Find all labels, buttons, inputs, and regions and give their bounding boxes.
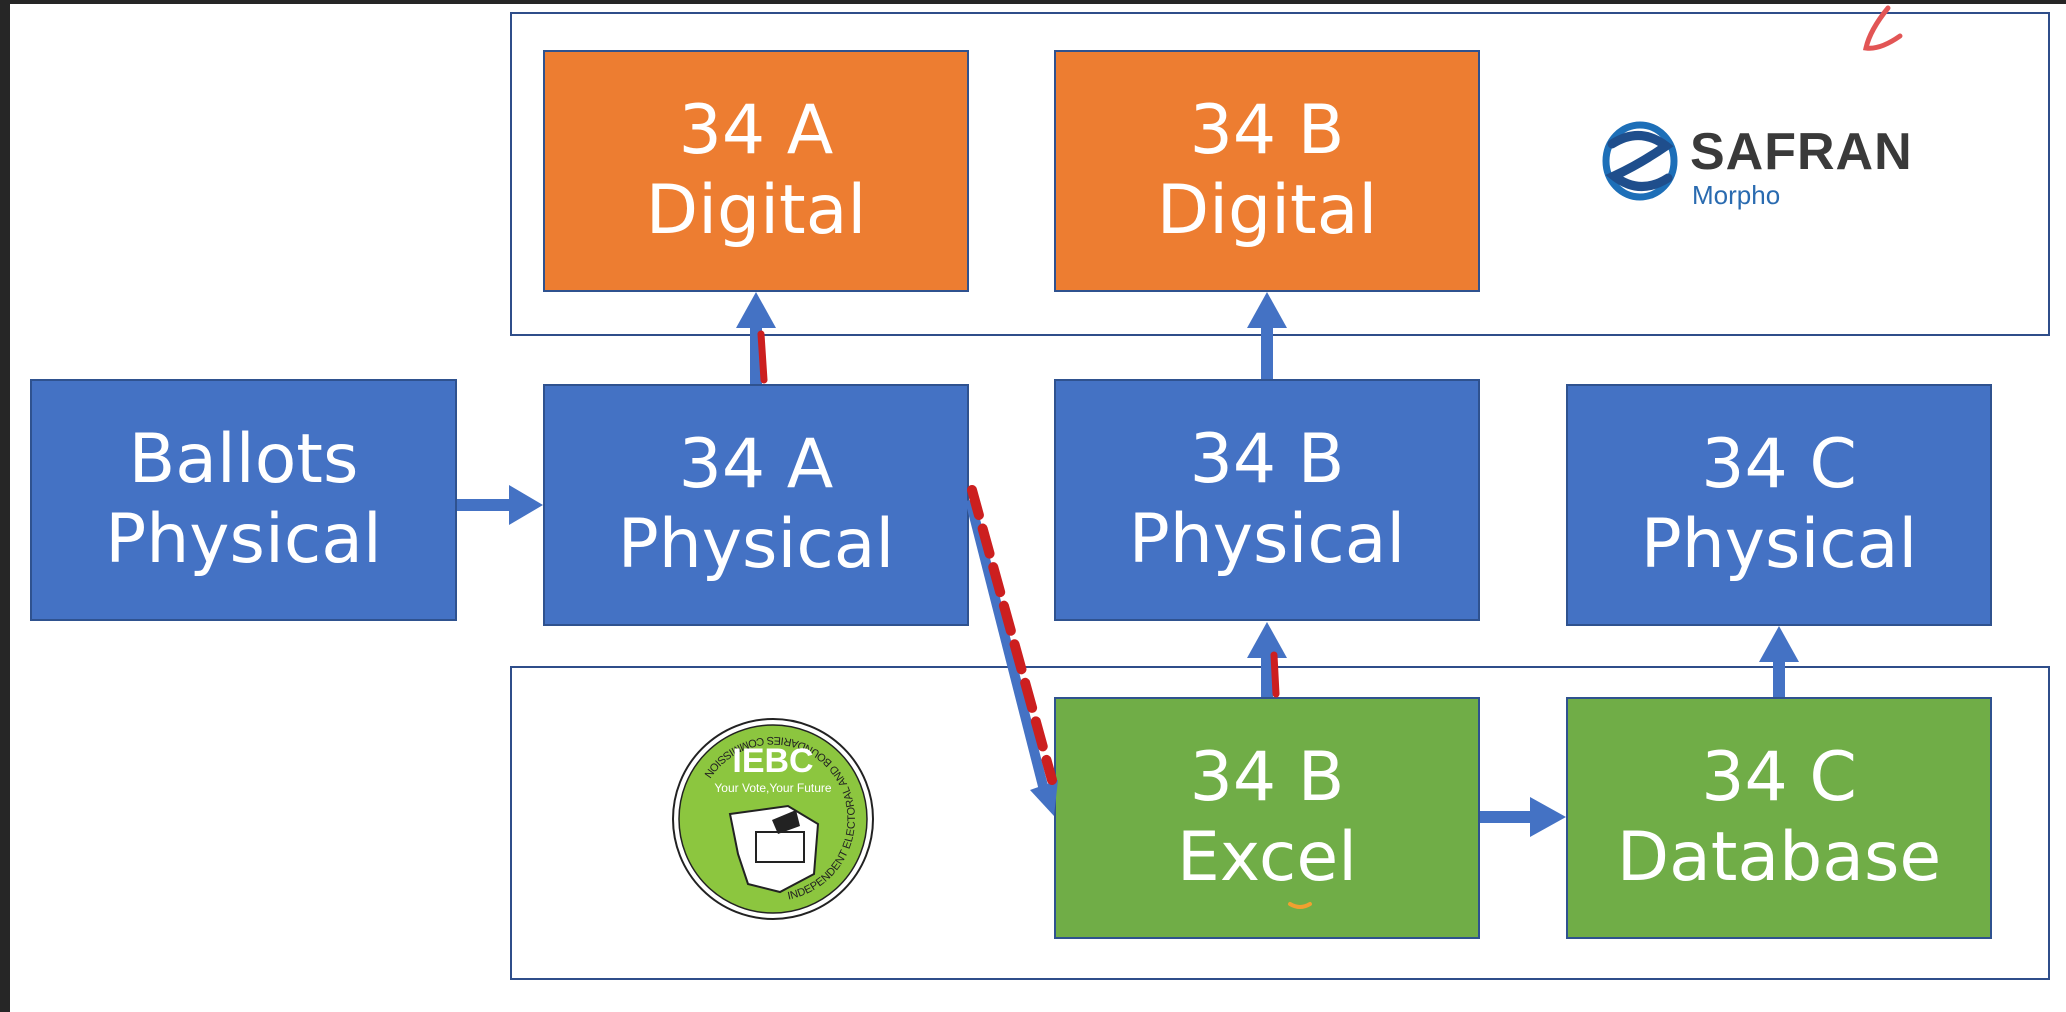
node-34a-physical-line1: 34 A (678, 424, 834, 504)
node-34c-physical-line2: Physical (1640, 505, 1918, 584)
safran-logo: SAFRAN Morpho (1600, 112, 1960, 222)
node-ballots-physical-line1: Ballots (128, 419, 359, 499)
iebc-logo-name: IEBC (732, 742, 813, 780)
node-ballots-physical-line2: Physical (105, 500, 382, 579)
node-34a-digital-line2: Digital (645, 171, 867, 250)
node-34b-digital-line1: 34 B (1189, 90, 1345, 170)
node-34a-physical-line2: Physical (617, 505, 895, 584)
node-34b-physical-line1: 34 B (1189, 419, 1345, 499)
node-34b-excel-line1: 34 B (1189, 737, 1345, 817)
electronic-group-box (510, 666, 2050, 980)
node-ballots-physical: Ballots Physical (30, 379, 457, 621)
node-34b-physical-line2: Physical (1128, 500, 1406, 579)
iebc-logo-tagline: Your Vote,Your Future (714, 781, 832, 795)
node-34c-database: 34 C Database (1566, 697, 1992, 939)
ballot-hand-icon (772, 810, 800, 834)
node-34b-excel: 34 B Excel (1054, 697, 1480, 939)
node-34a-digital: 34 A Digital (543, 50, 969, 292)
node-34b-physical: 34 B Physical (1054, 379, 1480, 621)
node-34b-digital-line2: Digital (1156, 171, 1378, 250)
node-34b-excel-line2: Excel (1176, 818, 1358, 897)
safran-swoosh-icon (1602, 121, 1678, 201)
node-34c-physical: 34 C Physical (1566, 384, 1992, 626)
node-34a-digital-line1: 34 A (678, 90, 834, 170)
node-34c-database-line2: Database (1616, 818, 1942, 897)
node-34c-physical-line1: 34 C (1701, 424, 1857, 504)
node-34b-digital: 34 B Digital (1054, 50, 1480, 292)
safran-logo-sub: Morpho (1692, 180, 1781, 210)
digital-group-box (510, 12, 2050, 336)
node-34a-physical: 34 A Physical (543, 384, 969, 626)
ballot-box-icon (755, 831, 805, 863)
node-34c-database-line1: 34 C (1701, 737, 1857, 817)
safran-logo-name: SAFRAN (1690, 123, 1913, 181)
iebc-logo: INDEPENDENT ELECTORAL AND BOUNDARIES COM… (668, 714, 878, 924)
